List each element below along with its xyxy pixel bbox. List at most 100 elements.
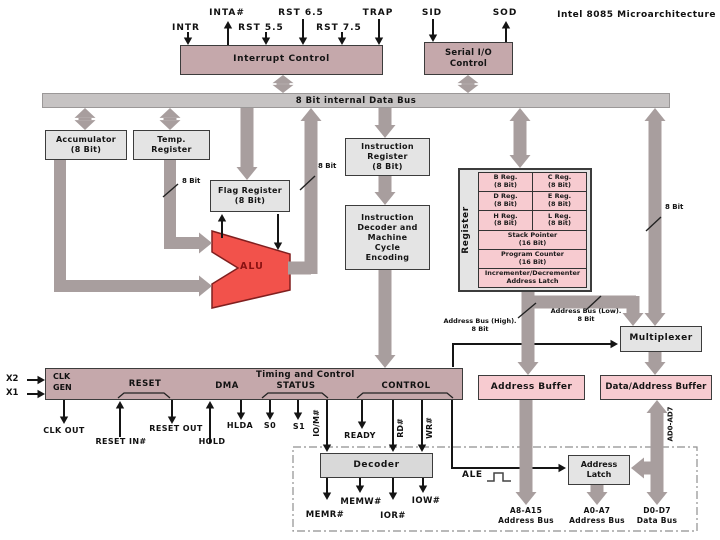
reset-in-arrow (115, 401, 125, 437)
rd-label: RD# (395, 418, 405, 438)
iom-label: IO/M# (311, 409, 321, 437)
data-address-buffer-box: Data/Address Buffer (600, 375, 712, 400)
timing-control-box: Timing and Control CLK GEN RESET DMA STA… (45, 368, 463, 400)
accumulator-box: Accumulator (8 Bit) (45, 130, 127, 160)
alu-label: ALU (240, 261, 264, 272)
instr-dec-bus (374, 176, 396, 205)
a8-a15-bus (515, 400, 537, 505)
address-high-bus (517, 292, 539, 375)
a0-a7-bus (586, 485, 608, 505)
diagram-title: Intel 8085 Microarchitecture (557, 10, 716, 20)
bus-width-slash-temp (162, 183, 179, 198)
instruction-decoder-box: Instruction Decoder and Machine Cycle En… (345, 205, 430, 270)
decoder-box: Decoder (320, 453, 433, 478)
d0-d7-bus-label: D0-D7 Data Bus (636, 506, 678, 525)
pin-sid: SID (421, 8, 443, 18)
flag-bus (236, 108, 258, 180)
address-low-bus-v (622, 296, 644, 326)
address-bus-high-label: Address Bus (High). 8 Bit (443, 317, 517, 334)
temp-alu-h (164, 232, 212, 254)
status-section-label: STATUS (276, 381, 316, 391)
bit8-temp-label: 8 Bit (182, 177, 201, 185)
address-buffer-box: Address Buffer (478, 375, 585, 400)
interrupt-bus (272, 75, 294, 93)
reset-section-label: RESET (128, 379, 162, 389)
reset-out-label: RESET OUT (149, 424, 203, 433)
register-side-label: Register (461, 206, 472, 254)
program-counter: Program Counter (16 Bit) (479, 249, 586, 268)
h-register: H Reg. (8 Bit) (479, 211, 533, 230)
pin-rst75: RST 7.5 (316, 23, 362, 33)
alu-out-bus (300, 108, 322, 274)
sid-arrow (428, 19, 438, 42)
s0-label: S0 (263, 421, 277, 430)
sod-arrow (501, 21, 511, 42)
pin-intr: INTR (172, 23, 200, 33)
mux-select-line-h (452, 339, 618, 349)
address-latch-box: Address Latch (568, 455, 630, 485)
bus-width-slash-high (517, 302, 537, 319)
temp-register-box: Temp. Register (133, 130, 210, 160)
reset-in-label: RESET IN# (95, 437, 147, 446)
flag-register-box: Flag Register (8 Bit) (210, 180, 290, 212)
bit8-right-label: 8 Bit (665, 203, 684, 211)
flag-alu-arrow (273, 214, 283, 250)
bus-width-slash-right (645, 216, 662, 232)
pin-sod: SOD (492, 8, 518, 18)
wr-label: WR# (424, 417, 434, 439)
a0-a7-bus-label: A0-A7 Address Bus (569, 506, 625, 525)
b-register: B Reg. (8 Bit) (479, 173, 533, 192)
ale-pulse-icon (487, 472, 511, 482)
serial-io-control-box: Serial I/O Control (424, 42, 513, 75)
x2-label: X2 (6, 374, 19, 384)
alu-flag-arrow (217, 214, 227, 238)
temp-bus (159, 108, 181, 130)
memr-arrow (322, 478, 332, 500)
s0-arrow (265, 400, 275, 420)
timing-control-title: Timing and Control (256, 370, 355, 380)
clk-out-label: CLK OUT (43, 426, 85, 435)
timing-bus (374, 270, 396, 368)
x2-arrow (27, 375, 45, 385)
register-grid: B Reg. (8 Bit)C Reg. (8 Bit) D Reg. (8 B… (478, 172, 587, 288)
s1-label: S1 (292, 422, 306, 431)
mux-out-bus (644, 352, 666, 375)
rst65-arrow (298, 19, 308, 45)
reset-out-arrow (167, 400, 177, 424)
l-register: L Reg. (8 Bit) (533, 211, 586, 230)
memw-label: MEMW# (340, 497, 382, 507)
ale-label: ALE (462, 470, 483, 480)
multiplexer-box: Multiplexer (620, 326, 702, 352)
hlda-arrow (236, 400, 246, 420)
serial-bus (457, 75, 479, 93)
accumulator-bus (74, 108, 96, 130)
ior-arrow (388, 478, 398, 500)
bit8-alu-label: 8 Bit (318, 162, 337, 170)
e-register: E Reg. (8 Bit) (533, 192, 586, 211)
memw-arrow (355, 478, 365, 493)
bus-width-slash-alu (299, 175, 316, 191)
iow-label: IOW# (411, 496, 441, 506)
dma-section-label: DMA (215, 381, 239, 391)
iow-arrow (418, 478, 428, 493)
clk-out-arrow (59, 400, 69, 424)
instruction-register-box: Instruction Register (8 Bit) (345, 138, 430, 176)
acc-alu-h (54, 275, 212, 297)
internal-data-bus: 8 Bit internal Data Bus (42, 93, 670, 108)
trap-arrow (374, 19, 384, 45)
hlda-label: HLDA (226, 421, 254, 430)
right-data-bus (644, 108, 666, 326)
ior-label: IOR# (380, 511, 406, 521)
ready-arrow (357, 400, 367, 429)
memr-label: MEMR# (305, 510, 345, 520)
address-bus-low-label: Address Bus (Low). 8 Bit (550, 307, 622, 324)
pin-rst65: RST 6.5 (278, 8, 324, 18)
latch-branch-bus (631, 457, 657, 479)
interrupt-control-box: Interrupt Control (180, 45, 383, 75)
pin-trap: TRAP (362, 8, 394, 18)
ad0-ad7-label: AD0-AD7 (666, 406, 675, 442)
inta-arrow (223, 21, 233, 45)
ready-label: READY (344, 431, 376, 440)
s1-arrow (293, 400, 303, 420)
